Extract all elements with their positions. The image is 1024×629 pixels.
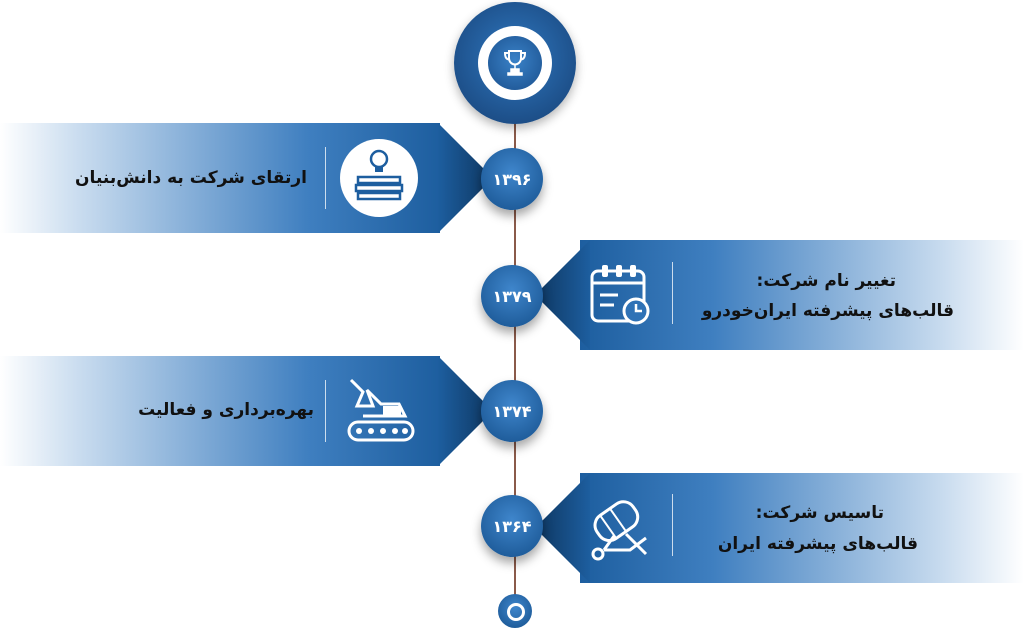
year-badge-1396: ۱۳۹۶ [481,148,543,210]
trophy-icon [503,50,527,76]
timeline-end-node [498,594,532,628]
row-band-1364 [580,473,1024,583]
calendar-clock-icon [590,265,650,325]
band-fold [540,473,590,583]
row-band-1374 [0,356,440,466]
band-fold [438,356,488,466]
band-fold [540,240,590,350]
milestone-title-1374: بهره‌برداری و فعالیت [138,400,314,420]
cement-mixer-icon [591,500,648,561]
milestone-subtitle-1364: قالب‌های پیشرفته ایران [717,534,918,554]
top-badge [454,2,576,124]
lightbulb-books-icon [340,139,418,217]
excavator-icon [347,378,415,442]
divider [672,494,673,556]
divider [325,380,326,442]
timeline-line [514,85,516,605]
row-band-1379 [580,240,1024,350]
divider [672,262,673,324]
milestone-title-1364: تاسیس شرکت: [755,503,884,523]
milestone-title-1396: ارتقای شرکت به دانش‌بنیان [75,168,307,188]
year-badge-1379: ۱۳۷۹ [481,265,543,327]
divider [325,147,326,209]
year-badge-1374: ۱۳۷۴ [481,380,543,442]
milestone-title-1379: تغییر نام شرکت: [756,271,896,291]
year-badge-1364: ۱۳۶۴ [481,495,543,557]
milestone-subtitle-1379: قالب‌های پیشرفته ایران‌خودرو [701,301,954,321]
band-fold [438,123,488,233]
